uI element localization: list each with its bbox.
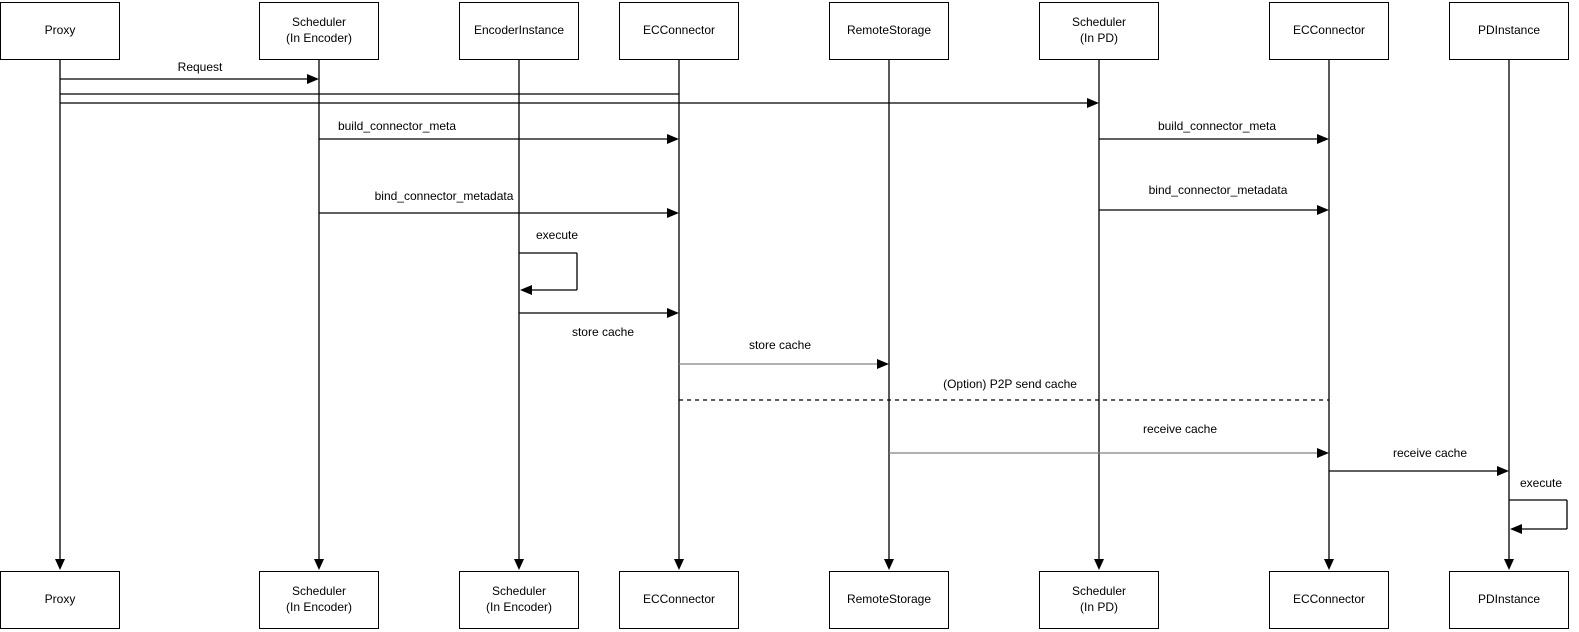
lifeline-arrowhead-icon	[1324, 559, 1334, 570]
participant-bottom-ec-connector-1: ECConnector	[619, 571, 739, 629]
participant-label: Scheduler (In Encoder)	[285, 15, 353, 45]
participant-bottom-scheduler-pd: Scheduler (In PD)	[1039, 571, 1159, 629]
participant-label: ECConnector	[642, 23, 716, 38]
lifeline-arrowhead-icon	[1094, 559, 1104, 570]
participant-top-scheduler-encoder: Scheduler (In Encoder)	[259, 2, 379, 60]
lifeline-arrowhead-icon	[514, 559, 524, 570]
lifeline-arrowhead-icon	[314, 559, 324, 570]
participant-top-remote-storage: RemoteStorage	[829, 2, 949, 60]
message-label: build_connector_meta	[337, 119, 457, 133]
message-arrowhead-icon	[307, 74, 319, 84]
message-arrowhead-icon	[1317, 134, 1329, 144]
lifeline-arrowhead-icon	[674, 559, 684, 570]
participant-bottom-scheduler-encoder: Scheduler (In Encoder)	[259, 571, 379, 629]
participant-bottom-ec-connector-2: ECConnector	[1269, 571, 1389, 629]
participant-bottom-remote-storage: RemoteStorage	[829, 571, 949, 629]
participant-bottom-proxy: Proxy	[0, 571, 120, 629]
participant-top-ec-connector-2: ECConnector	[1269, 2, 1389, 60]
participant-label: Proxy	[44, 592, 76, 607]
participant-top-ec-connector-1: ECConnector	[619, 2, 739, 60]
self-loop-arrowhead-icon	[1510, 524, 1522, 534]
message-label: build_connector_meta	[1157, 119, 1277, 133]
message-arrowhead-icon	[667, 208, 679, 218]
participant-top-proxy: Proxy	[0, 2, 120, 60]
participant-label: ECConnector	[1292, 23, 1366, 38]
participant-bottom-scheduler-encoder-2: Scheduler (In Encoder)	[459, 571, 579, 629]
participant-label: ECConnector	[642, 592, 716, 607]
message-label: store cache	[748, 338, 812, 352]
participant-label: RemoteStorage	[846, 23, 932, 38]
message-arrowhead-icon	[1317, 448, 1329, 458]
participant-label: Scheduler (In Encoder)	[485, 584, 553, 614]
message-arrowhead-icon	[667, 308, 679, 318]
self-loop-label: execute	[1519, 476, 1563, 490]
participant-label: PDInstance	[1477, 23, 1541, 38]
participant-top-encoder-instance: EncoderInstance	[459, 2, 579, 60]
participant-top-scheduler-pd: Scheduler (In PD)	[1039, 2, 1159, 60]
message-arrowhead-icon	[1497, 466, 1509, 476]
participant-label: RemoteStorage	[846, 592, 932, 607]
message-arrowhead-icon	[877, 359, 889, 369]
participant-label: PDInstance	[1477, 592, 1541, 607]
lifeline-arrowhead-icon	[1504, 559, 1514, 570]
participant-top-pd-instance: PDInstance	[1449, 2, 1569, 60]
message-arrowhead-icon	[1087, 98, 1099, 108]
participant-label: Scheduler (In PD)	[1071, 15, 1127, 45]
lifeline-arrowhead-icon	[55, 559, 65, 570]
participant-bottom-pd-instance: PDInstance	[1449, 571, 1569, 629]
message-label: store cache	[571, 325, 635, 339]
message-arrowhead-icon	[667, 134, 679, 144]
message-label: bind_connector_metadata	[374, 189, 514, 203]
self-loop-arrowhead-icon	[520, 285, 532, 295]
participant-label: Proxy	[44, 23, 76, 38]
message-label: (Option) P2P send cache	[943, 377, 1077, 391]
participant-label: Scheduler (In Encoder)	[285, 584, 353, 614]
participant-label: EncoderInstance	[473, 23, 565, 38]
message-label: bind_connector_metadata	[1148, 183, 1288, 197]
participant-label: ECConnector	[1292, 592, 1366, 607]
self-loop-label: execute	[535, 228, 579, 242]
message-label: receive cache	[1392, 446, 1468, 460]
message-arrowhead-icon	[1317, 205, 1329, 215]
participant-label: Scheduler (In PD)	[1071, 584, 1127, 614]
message-label: Request	[177, 60, 223, 74]
lifeline-arrowhead-icon	[884, 559, 894, 570]
message-label: receive cache	[1142, 422, 1218, 436]
